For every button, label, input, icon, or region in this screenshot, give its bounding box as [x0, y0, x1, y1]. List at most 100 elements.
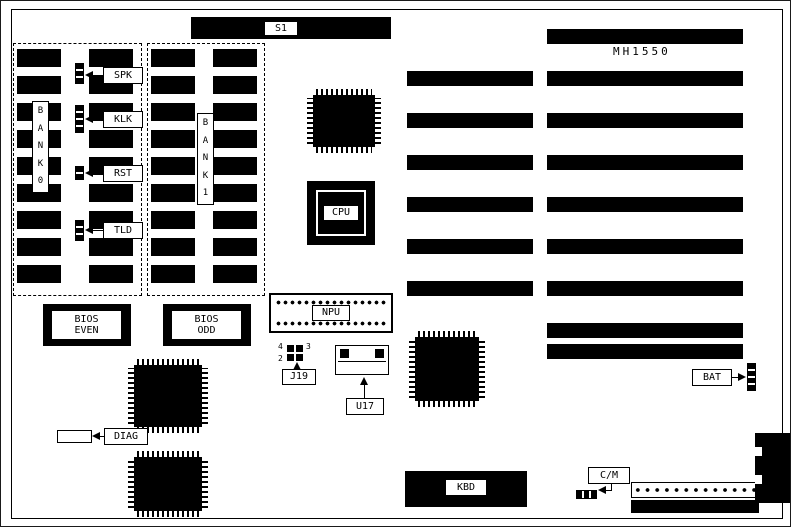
ram-chip: [213, 211, 257, 229]
qfp-pins-bottom: [418, 401, 476, 407]
qfp-pins-left: [128, 460, 134, 508]
power-connector-base: [631, 500, 759, 513]
diag-led: [57, 430, 92, 443]
board-outline: [11, 9, 783, 519]
cpu-label: CPU: [323, 205, 359, 221]
spk-label: SPK: [103, 67, 143, 84]
din-notch: [755, 475, 762, 484]
board-model-label: MH1550: [613, 45, 671, 58]
speaker-connector: [75, 63, 84, 84]
qfp-pins-bottom: [137, 427, 199, 433]
isa-slot-long-segment: [547, 281, 743, 296]
ram-chip: [213, 157, 257, 175]
isa-slot-short-segment: [407, 71, 533, 86]
j19-pin: [287, 345, 294, 352]
u17-arrow-stem: [364, 384, 365, 398]
cm-label: C/M: [588, 467, 630, 484]
ram-chip: [17, 76, 61, 94]
cm-connector: [576, 490, 597, 499]
bat-label: BAT: [692, 369, 732, 386]
ram-chip: [151, 238, 195, 256]
bank1-label: B A N K 1: [197, 113, 214, 205]
isa-slot-long-segment: [547, 29, 743, 44]
bank1-region: [147, 43, 265, 296]
j19-pin2-label: 2: [278, 354, 283, 363]
u17-pad: [340, 349, 349, 358]
kbd-label: KBD: [445, 479, 487, 496]
isa-slot-long-segment: [547, 155, 743, 170]
bios-odd-label: BIOS ODD: [171, 310, 242, 340]
ram-chip: [89, 130, 133, 148]
power-connector: [631, 482, 759, 498]
ram-chip: [89, 238, 133, 256]
npu-label: NPU: [312, 305, 350, 321]
j19-label: J19: [282, 369, 316, 385]
keylock-connector: [75, 105, 84, 133]
chipset-qfp: [307, 89, 381, 153]
isa-slot-long-segment: [547, 113, 743, 128]
cm-arrow-icon: [598, 486, 606, 494]
diag-arrow-icon: [92, 432, 100, 440]
klk-arrow-stem: [93, 119, 103, 120]
ram-chip: [213, 76, 257, 94]
ram-chip: [151, 211, 195, 229]
tld-arrow-icon: [85, 226, 93, 234]
bios-even-label: BIOS EVEN: [51, 310, 122, 340]
tld-label: TLD: [103, 222, 143, 239]
j19-pin3-label: 3: [306, 342, 311, 351]
bat-arrow-stem: [732, 377, 738, 378]
ram-chip: [213, 238, 257, 256]
qfp-pins-right: [375, 98, 381, 144]
qfp-pins-top: [316, 89, 372, 95]
qfp-body: [134, 365, 202, 427]
j19-pin: [296, 345, 303, 352]
ram-chip: [17, 211, 61, 229]
ram-chip: [151, 265, 195, 283]
isa-slot-long-segment: [547, 239, 743, 254]
qfp-pins-top: [137, 359, 199, 365]
isa-slot-long-segment: [547, 344, 743, 359]
keyboard-din-connector: [755, 433, 790, 503]
isa-slot-long-segment: [547, 197, 743, 212]
ram-chip: [89, 265, 133, 283]
spk-arrow-stem: [93, 75, 103, 76]
klk-label: KLK: [103, 111, 143, 128]
qfp-body: [415, 337, 479, 401]
ram-chip: [17, 238, 61, 256]
ram-chip: [213, 184, 257, 202]
din-notch: [755, 447, 762, 456]
qfp-pins-left: [128, 368, 134, 424]
turbo-led-connector: [75, 220, 84, 241]
cm-arrow-stem: [606, 490, 612, 491]
power-connector-pins: [633, 486, 757, 493]
qfp-pins-bottom: [137, 511, 199, 517]
spk-arrow-icon: [85, 71, 93, 79]
npu-socket-holes-bottom: [275, 320, 387, 327]
isa-slot-short-segment: [407, 113, 533, 128]
isa-slot-long-segment: [547, 71, 743, 86]
gate-array-qfp-upper: [128, 359, 208, 433]
rst-arrow-stem: [93, 173, 103, 174]
ram-chip: [17, 184, 61, 202]
ram-chip: [151, 157, 195, 175]
isa-slot-short-segment: [407, 197, 533, 212]
j19-pin: [296, 354, 303, 361]
io-controller-qfp: [409, 331, 485, 407]
isa-slot-short-segment: [407, 281, 533, 296]
bank0-label: B A N K 0: [32, 101, 49, 193]
ram-chip: [151, 49, 195, 67]
npu-socket-holes-top: [275, 299, 387, 306]
qfp-pins-left: [409, 340, 415, 398]
cpu-socket-ring: [316, 190, 366, 236]
ram-chip: [213, 265, 257, 283]
ram-chip: [151, 103, 195, 121]
qfp-body: [134, 457, 202, 511]
qfp-pins-right: [202, 368, 208, 424]
u17-divider: [338, 361, 386, 362]
klk-arrow-icon: [85, 115, 93, 123]
cm-arrow-stem-v: [611, 484, 612, 491]
isa-slot-long-segment: [547, 323, 743, 338]
ram-chip: [213, 103, 257, 121]
ram-chip: [151, 130, 195, 148]
u17-label: U17: [346, 398, 384, 415]
